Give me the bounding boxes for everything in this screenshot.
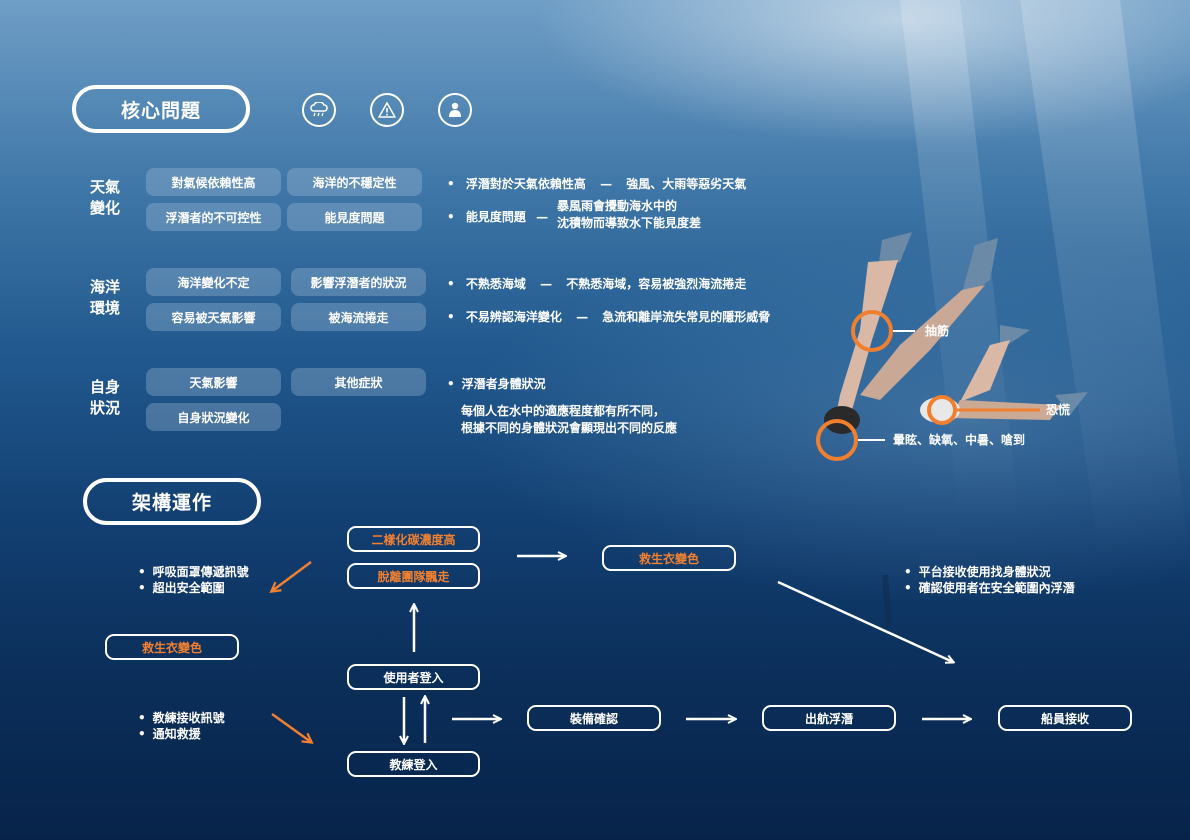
- ocean-note-1: 不熟悉海域 — 不熟悉海域，容易被強烈海流捲走: [447, 275, 746, 292]
- weather-note-2-body: 暴風雨會攪動海水中的 沈積物而導致水下能見度差: [557, 198, 701, 232]
- weather-note-2-head: 能見度問題: [465, 210, 526, 224]
- chip-condition-change: 自身狀況變化: [146, 403, 281, 431]
- chip-ocean-changes: 海洋變化不定: [146, 268, 281, 296]
- weather-label-line2: 變化: [90, 199, 121, 217]
- crew-receive-box: 船員接收: [998, 705, 1132, 731]
- note-platform-receive: 平台接收使用找身體狀況: [904, 564, 1075, 580]
- self-label-line2: 狀況: [90, 399, 121, 417]
- weather-note-2-body-line1: 暴風雨會攪動海水中的: [557, 199, 678, 213]
- ocean-note-1-body: 不熟悉海域，容易被強烈海流捲走: [566, 277, 747, 291]
- note-confirm-safe: 確認使用者在安全範圍內浮潛: [904, 580, 1075, 596]
- self-note-body-line1: 每個人在水中的適應程度都有所不同，: [461, 404, 666, 418]
- ocean-note-1-head: 不熟悉海域: [465, 277, 526, 291]
- weather-note-2-body-line2: 沈積物而導致水下能見度差: [557, 216, 702, 230]
- leave-team-box: 脫離團隊飄走: [347, 563, 480, 589]
- ocean-note-2: 不易辨認海洋變化 — 急流和離岸流失常見的隱形威脅: [447, 308, 770, 325]
- chip-climate-dependency: 對氣候依賴性高: [146, 168, 281, 196]
- note-coach-signal: 教練接收訊號: [138, 710, 225, 726]
- self-note-body: 每個人在水中的適應程度都有所不同， 根據不同的身體狀況會顯現出不同的反應: [461, 403, 677, 437]
- chip-weather-impact: 天氣影響: [146, 368, 281, 396]
- equipment-check-box: 裝備確認: [527, 705, 661, 731]
- ocean-category-label: 海洋 環境: [90, 277, 130, 319]
- set-sail-box: 出航浮潛: [762, 705, 896, 731]
- core-problems-title-text: 核心問題: [120, 99, 201, 122]
- warning-icon: [370, 93, 404, 127]
- core-problems-title: 核心問題: [72, 85, 250, 133]
- weather-note-1: 浮潛對於天氣依賴性高 — 強風、大雨等惡劣天氣: [447, 175, 746, 192]
- vest-color-top-box: 救生衣變色: [602, 545, 736, 571]
- shark-silhouette: [882, 575, 892, 628]
- weather-note-1-body: 強風、大雨等惡劣天氣: [626, 177, 747, 191]
- weather-category-label: 天氣 變化: [90, 177, 130, 219]
- ocean-label-line1: 海洋: [90, 278, 121, 296]
- co2-high-box: 二樣化碳濃度高: [347, 526, 480, 552]
- left-top-notes: 呼吸面罩傳遞訊號 超出安全範圍: [138, 564, 249, 596]
- left-bottom-notes: 教練接收訊號 通知救援: [138, 710, 225, 742]
- ocean-note-2-body: 急流和離岸流失常見的隱形威脅: [602, 310, 771, 324]
- chip-ocean-instability: 海洋的不穩定性: [287, 168, 422, 196]
- chip-other-symptoms: 其他症狀: [291, 368, 426, 396]
- rain-cloud-icon: [302, 93, 336, 127]
- panic-label: 恐慌: [1046, 403, 1071, 417]
- framework-title-text: 架構運作: [131, 492, 212, 514]
- ocean-label-line2: 環境: [90, 299, 121, 317]
- chip-affects-snorkeler: 影響浮潛者的狀況: [291, 268, 426, 296]
- chip-visibility: 能見度問題: [287, 203, 422, 231]
- weather-label-line1: 天氣: [90, 178, 121, 196]
- light-ray: [1020, 0, 1190, 560]
- ocean-note-2-head: 不易辨認海洋變化: [465, 310, 562, 324]
- self-category-label: 自身 狀況: [90, 377, 130, 419]
- person-icon: [438, 93, 472, 127]
- self-note-head: 浮潛者身體狀況: [447, 375, 546, 392]
- weather-note-1-head: 浮潛對於天氣依賴性高: [465, 177, 586, 191]
- chip-weather-affected: 容易被天氣影響: [146, 303, 281, 331]
- note-mask-signal: 呼吸面罩傳遞訊號: [138, 564, 249, 580]
- framework-title: 架構運作: [83, 478, 261, 525]
- cramp-label: 抽筋: [925, 324, 950, 338]
- self-note-body-line2: 根據不同的身體狀況會顯現出不同的反應: [461, 421, 678, 435]
- coach-login-box: 教練登入: [347, 751, 480, 777]
- user-login-box: 使用者登入: [347, 664, 480, 690]
- note-notify-rescue: 通知救援: [138, 726, 225, 742]
- weather-note-2: 能見度問題 —: [447, 208, 554, 225]
- right-notes: 平台接收使用找身體狀況 確認使用者在安全範圍內浮潛: [904, 564, 1075, 596]
- vest-color-left-box: 救生衣變色: [105, 634, 239, 660]
- self-label-line1: 自身: [90, 378, 121, 396]
- note-out-of-range: 超出安全範圍: [138, 580, 249, 596]
- symptoms-label: 暈眩、缺氧、中暑、嗆到: [893, 433, 1026, 447]
- chip-swept-away: 被海流捲走: [291, 303, 426, 331]
- chip-uncontrollability: 浮潛者的不可控性: [146, 203, 281, 231]
